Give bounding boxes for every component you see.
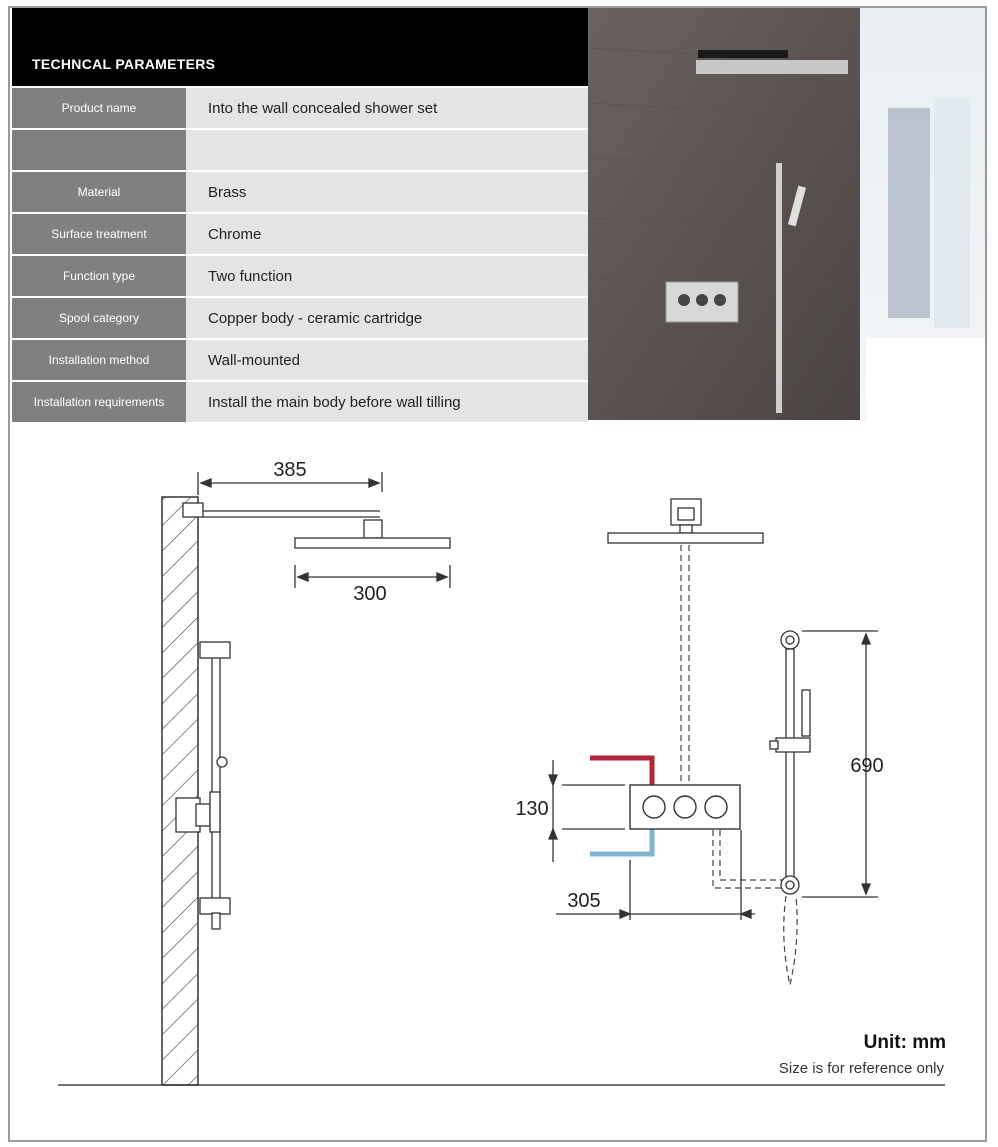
row-value	[186, 130, 588, 170]
table-header: TECHNCAL PARAMETERS	[12, 8, 588, 86]
front-view-slide-rail	[769, 630, 811, 895]
row-value: Chrome	[186, 214, 588, 254]
front-view-shower-head	[607, 498, 764, 544]
dimension-label-valve-height: 130	[515, 798, 548, 820]
row-value: Wall-mounted	[186, 340, 588, 380]
row-value: Into the wall concealed shower set	[186, 88, 588, 128]
row-label: Surface treatment	[12, 214, 186, 254]
hot-water-pipe	[590, 755, 655, 785]
table-title: TECHNCAL PARAMETERS	[32, 56, 216, 72]
row-value: Install the main body before wall tillin…	[186, 382, 588, 422]
unit-label: Unit: mm	[863, 1032, 946, 1053]
row-label: Spool category	[12, 298, 186, 338]
side-view-shower	[175, 502, 451, 930]
reference-note: Size is for reference only	[778, 1060, 944, 1077]
row-value: Two function	[186, 256, 588, 296]
table-row	[12, 130, 588, 170]
dimension-label-arm: 385	[273, 459, 306, 481]
concealed-pipe	[680, 545, 790, 889]
dimension-690	[802, 630, 878, 898]
dimension-label-valve-offset: 305	[567, 890, 600, 912]
row-label: Installation method	[12, 340, 186, 380]
thermostatic-valve	[629, 784, 741, 830]
dimension-385	[197, 472, 383, 495]
row-value: Copper body - ceramic cartridge	[186, 298, 588, 338]
dimension-300	[294, 565, 451, 588]
row-label: Function type	[12, 256, 186, 296]
row-label: Material	[12, 172, 186, 212]
row-value: Brass	[186, 172, 588, 212]
wall-section	[161, 496, 199, 1086]
dimension-label-head: 300	[353, 583, 386, 605]
row-label: Installation requirements	[12, 382, 186, 422]
row-label	[12, 130, 186, 170]
product-photo	[588, 8, 985, 420]
dimension-130	[548, 760, 625, 862]
dimension-label-rail: 690	[850, 755, 883, 777]
dimension-305	[556, 830, 755, 920]
cold-water-pipe	[590, 829, 655, 857]
shower-hose	[783, 895, 798, 986]
row-label: Product name	[12, 88, 186, 128]
